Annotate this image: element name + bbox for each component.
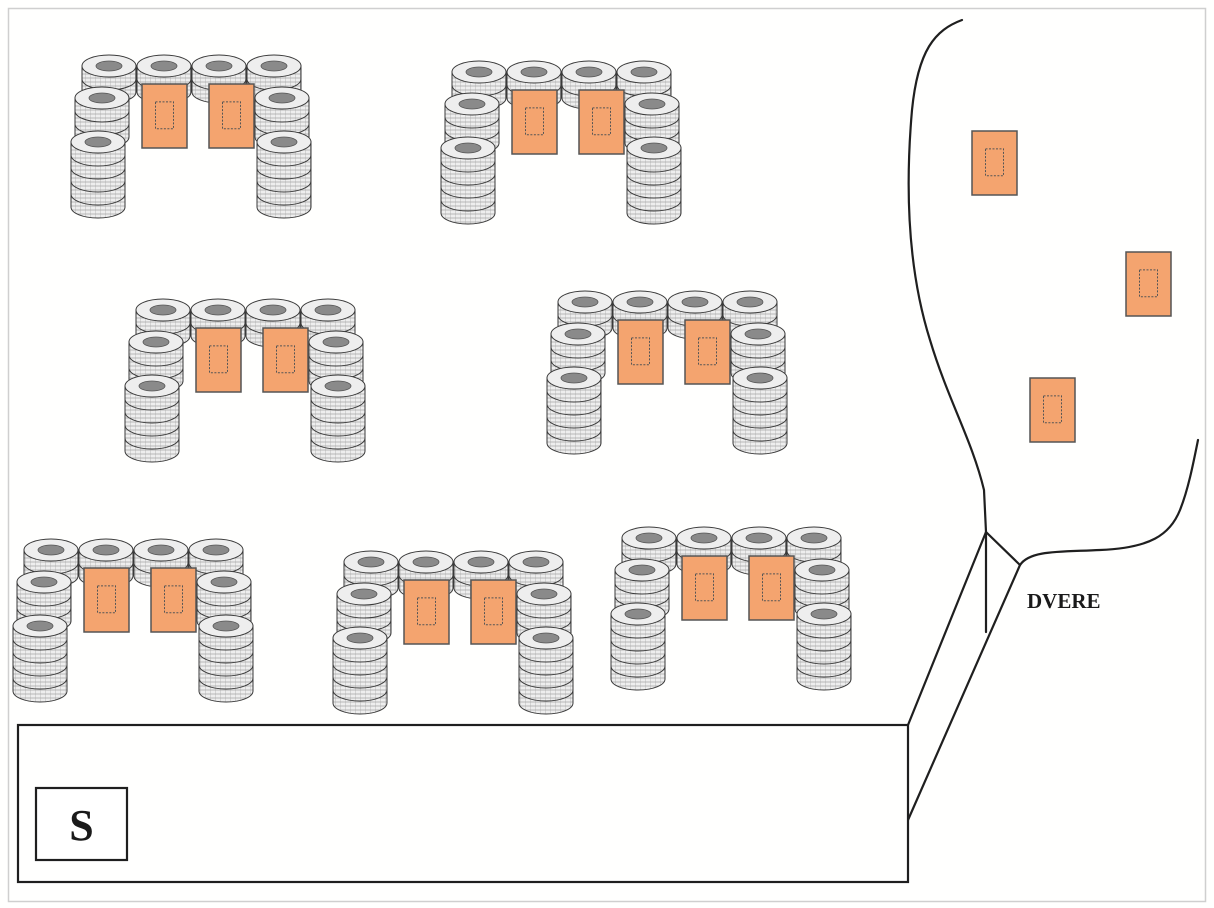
- tire-stack-front: [610, 602, 666, 691]
- tire-stack-side: [614, 558, 670, 621]
- room-wall-right: [1018, 438, 1200, 567]
- room-outline: [906, 18, 1200, 822]
- outer-frame: [7, 7, 1207, 903]
- barricade-layer: [12, 54, 852, 715]
- tire-barricade-icon: [546, 290, 788, 455]
- target-icon: [681, 555, 728, 621]
- tire-barricade-icon: [610, 526, 852, 691]
- tire-stack-front: [256, 130, 312, 219]
- tire-stack-front: [310, 374, 366, 463]
- start-box: [34, 786, 129, 862]
- tire-stack-front: [732, 366, 788, 455]
- free-target-layer: [971, 130, 1172, 443]
- door-leaf: [906, 530, 988, 727]
- target-icon: [208, 83, 255, 149]
- target-icon: [748, 555, 795, 621]
- tire-barricade-icon: [124, 298, 366, 463]
- tire-stack-front: [12, 614, 68, 703]
- start-label: S: [69, 801, 93, 850]
- target-icon: [83, 567, 130, 633]
- target-icon: [470, 579, 517, 645]
- tire-stack-side: [516, 582, 572, 645]
- target-icon: [262, 327, 309, 393]
- target-icon: [578, 89, 625, 155]
- target-icon: [150, 567, 197, 633]
- tire-stack-side: [74, 86, 130, 149]
- tire-stack-front: [70, 130, 126, 219]
- door-label: DVERE: [1027, 589, 1101, 613]
- target-icon: [617, 319, 664, 385]
- tire-stack-front: [518, 626, 574, 715]
- tire-stack-front: [332, 626, 388, 715]
- tire-barricade-icon: [70, 54, 312, 219]
- target-icon: [684, 319, 731, 385]
- tire-stack-front: [546, 366, 602, 455]
- target-icon: [1029, 377, 1076, 443]
- target-icon: [195, 327, 242, 393]
- target-icon: [971, 130, 1018, 196]
- corridor-edge: [906, 563, 1022, 822]
- target-icon: [141, 83, 188, 149]
- tire-stack-front: [796, 602, 852, 691]
- tire-stack-front: [626, 136, 682, 225]
- tire-stack-front: [124, 374, 180, 463]
- tire-stack-front: [440, 136, 496, 225]
- tire-barricade-icon: [332, 550, 574, 715]
- tire-barricade-icon: [12, 538, 254, 703]
- tire-stack-front: [198, 614, 254, 703]
- firing-line-box: [16, 723, 910, 884]
- tire-barricade-icon: [440, 60, 682, 225]
- room-wall-left: [907, 18, 1022, 567]
- target-icon: [1125, 251, 1172, 317]
- target-icon: [511, 89, 558, 155]
- target-icon: [403, 579, 450, 645]
